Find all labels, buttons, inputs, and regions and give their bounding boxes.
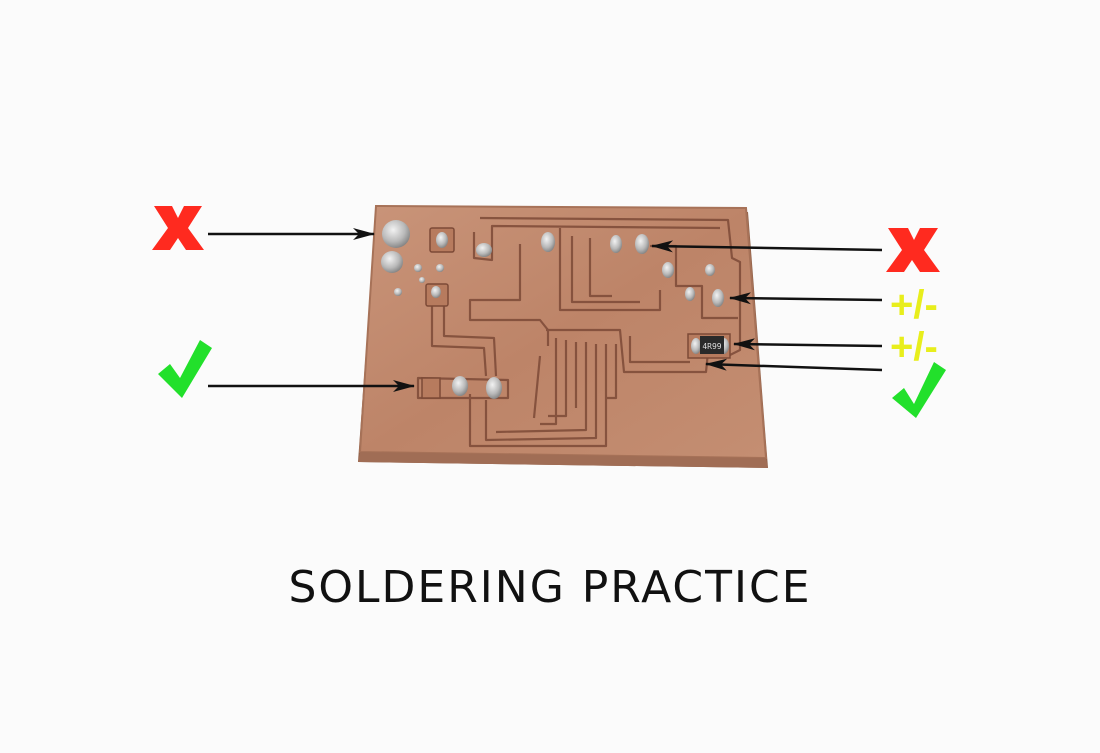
arrow-right-3 — [733, 338, 883, 351]
partial-mark-2: +/- — [890, 325, 938, 369]
check-icon — [158, 340, 212, 398]
smd-resistor: 4R99 — [700, 336, 724, 354]
partial-mark-1: +/- — [890, 283, 938, 327]
arrow-right-2 — [729, 292, 883, 305]
solder-joints — [381, 220, 729, 399]
caption-title: SOLDERING PRACTICE — [288, 562, 812, 613]
arrow-right-4 — [705, 358, 883, 372]
cross-icon — [152, 206, 204, 250]
check-icon — [892, 362, 946, 418]
cross-icon — [886, 228, 940, 272]
arrow-right-1 — [651, 240, 883, 253]
pcb-traces — [416, 216, 742, 448]
smd-resistor-label: 4R99 — [702, 342, 721, 351]
annotation-arrows — [208, 228, 883, 392]
pcb-board: 4R99 — [358, 204, 768, 468]
